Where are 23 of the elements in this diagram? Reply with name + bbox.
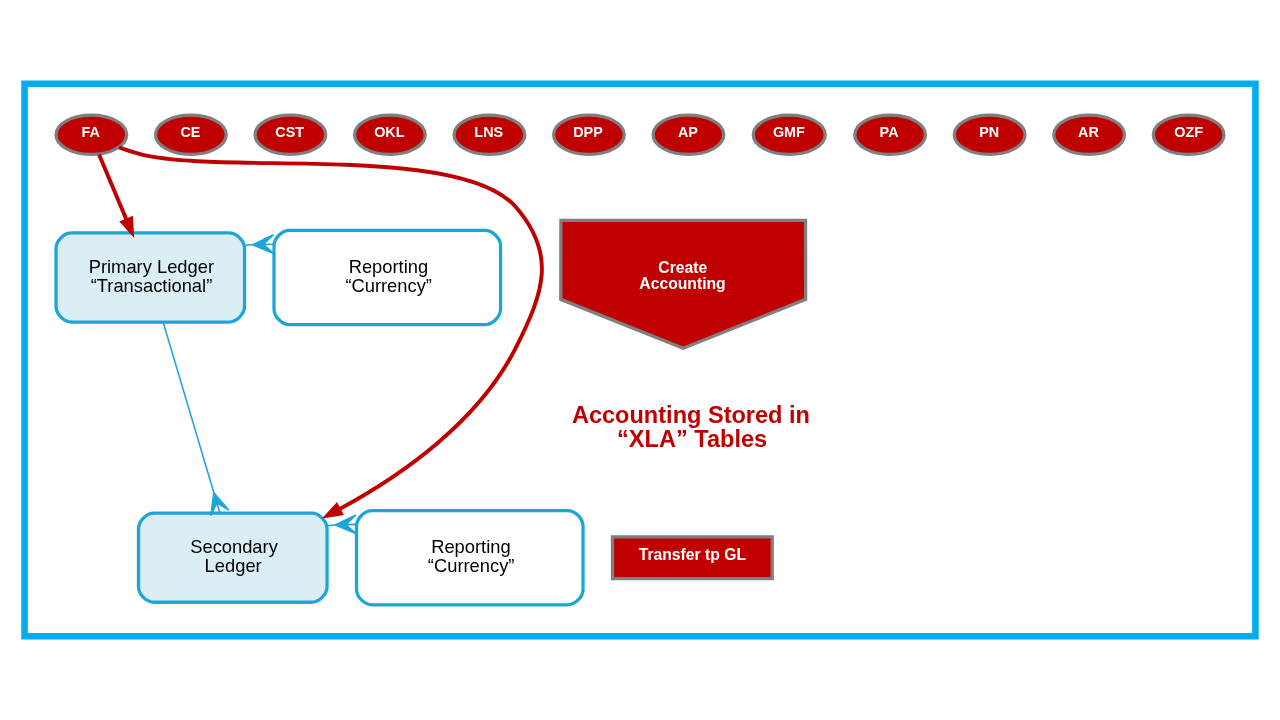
node-ellipse: PN	[952, 113, 1027, 157]
node-ellipse: CST	[253, 113, 328, 157]
node-ellipse: DPP	[551, 113, 626, 157]
arrow	[97, 153, 135, 238]
arrow	[118, 145, 544, 519]
cluster	[21, 80, 1259, 640]
node-box: Secondary Ledger	[136, 511, 329, 604]
node-ellipse: OZF	[1151, 113, 1226, 157]
node-ellipse: AR	[1052, 113, 1127, 157]
connector	[162, 321, 230, 517]
label: Accounting Stored in “XLA” Tables	[571, 402, 810, 452]
node-ellipse: AP	[651, 113, 726, 157]
node-ellipse: GMF	[751, 113, 827, 157]
node-box: Reporting “Currency”	[354, 508, 585, 607]
node-box: Reporting “Currency”	[272, 228, 503, 327]
node-ellipse: CE	[153, 113, 228, 157]
node-ellipse: OKL	[352, 113, 427, 157]
node-ellipse: PA	[853, 113, 928, 157]
node-ellipse: LNS	[452, 113, 527, 157]
node-box: Transfer tp GL	[610, 535, 774, 581]
node-ellipse: FA	[54, 113, 129, 157]
node-box: Primary Ledger “Transactional”	[54, 231, 247, 324]
connector	[243, 233, 275, 255]
